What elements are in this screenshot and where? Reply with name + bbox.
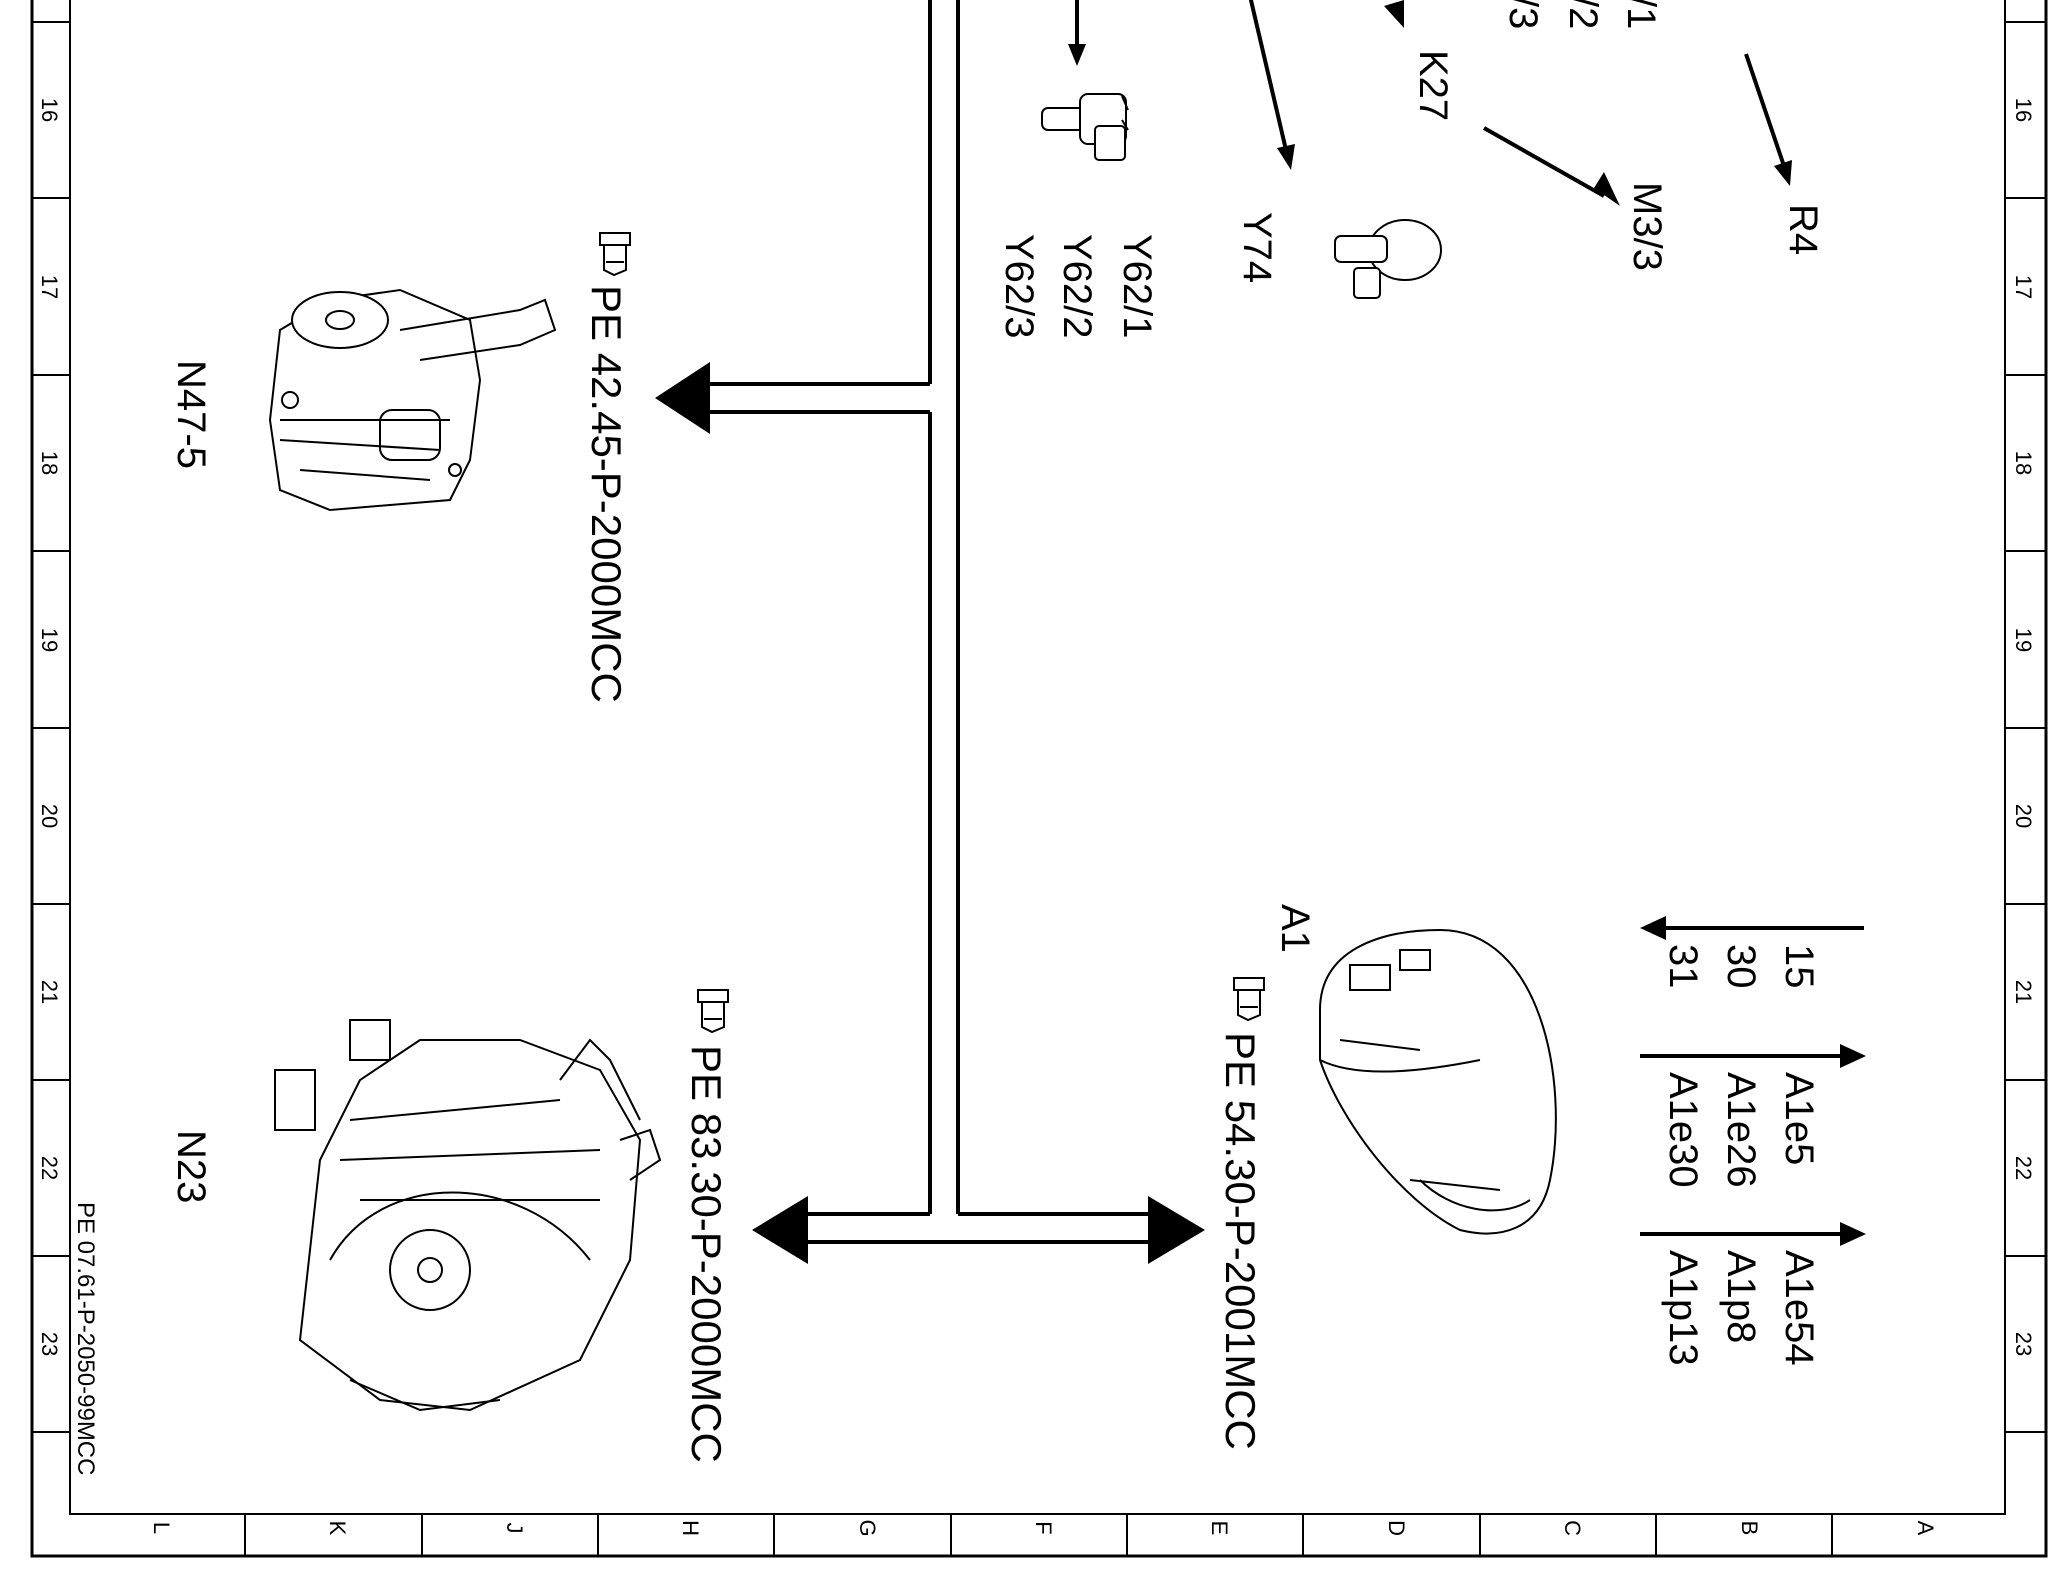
grid-letter-E: E <box>1207 1521 1232 1536</box>
reference-54-30[interactable]: PE 54.30-P-2001MCC <box>1217 1032 1264 1450</box>
signal-31: 31 <box>1661 944 1705 989</box>
signal-30: 30 <box>1719 944 1763 989</box>
n23-unit-drawing <box>274 1019 662 1412</box>
leader-arrows <box>1068 0 1792 206</box>
hand-pointer-icon-54 <box>1233 977 1265 1022</box>
document-number: PE 07.61-P-2050-99MCC <box>72 1202 99 1475</box>
y62-injector-drawing <box>1041 93 1129 161</box>
reference-83-30[interactable]: PE 83.30-P-2000MCC <box>683 1045 730 1463</box>
signal-arrows <box>1640 916 1866 1246</box>
reference-42-45[interactable]: PE 42.45-P-2000MCC <box>583 285 630 703</box>
signal-a1p8: A1p8 <box>1719 1250 1763 1343</box>
hand-pointer-icon-83 <box>697 989 729 1034</box>
signal-arrow-group2 <box>1840 1222 1866 1246</box>
n47-5-unit-drawing <box>268 288 557 512</box>
bus-arrow-a1 <box>1148 1196 1205 1264</box>
grid-num-left-18: 18 <box>37 451 62 475</box>
label-partial-2: /2 <box>1561 0 1605 29</box>
grid-letter-B: B <box>1737 1521 1762 1536</box>
grid-letter-C: C <box>1560 1520 1585 1536</box>
grid-num-right-17: 17 <box>2011 275 2036 299</box>
grid-num-right-16: 16 <box>2011 98 2036 122</box>
bus-arrow-n47 <box>655 362 710 434</box>
grid-num-right-23: 23 <box>2011 1332 2036 1356</box>
grid-letter-D: D <box>1384 1520 1409 1536</box>
signal-a1p13: A1p13 <box>1661 1250 1705 1366</box>
grid-letter-G: G <box>855 1519 880 1536</box>
signal-a1e54: A1e54 <box>1777 1250 1821 1366</box>
grid-num-left-23: 23 <box>37 1332 62 1356</box>
grid-letter-J: J <box>502 1523 527 1534</box>
grid-num-left-19: 19 <box>37 628 62 652</box>
left-grid-ruler: 16 17 18 19 20 21 22 23 <box>32 21 70 1433</box>
grid-letter-A: A <box>1913 1521 1938 1536</box>
label-a1: A1 <box>1273 904 1317 953</box>
label-y62-2: Y62/2 <box>1055 234 1099 339</box>
grid-num-left-16: 16 <box>37 98 62 122</box>
signal-a1e26: A1e26 <box>1719 1072 1763 1188</box>
grid-num-right-18: 18 <box>2011 451 2036 475</box>
label-r4: R4 <box>1781 204 1825 255</box>
outer-frame <box>30 0 2048 1558</box>
grid-letter-F: F <box>1031 1521 1056 1534</box>
grid-letter-H: H <box>678 1520 703 1536</box>
label-partial-3: /3 <box>1501 0 1545 29</box>
y74-valve-drawing <box>1334 219 1442 299</box>
label-m3-3: M3/3 <box>1625 182 1669 271</box>
grid-num-left-21: 21 <box>37 980 62 1004</box>
signal-a1e30: A1e30 <box>1661 1072 1705 1188</box>
bus-wiring <box>705 0 1150 1244</box>
label-y62-3: Y62/3 <box>997 234 1041 339</box>
grid-num-right-20: 20 <box>2011 804 2036 828</box>
grid-num-left-22: 22 <box>37 1156 62 1180</box>
label-n47-5: N47-5 <box>169 360 213 469</box>
bottom-grid-ruler: L K J H G F E D C B A <box>149 1514 1938 1556</box>
hand-pointer-icon-42 <box>599 232 631 277</box>
grid-num-left-17: 17 <box>37 275 62 299</box>
label-y62-1: Y62/1 <box>1115 234 1159 339</box>
a1-instrument-cluster-drawing <box>1319 928 1557 1235</box>
signal-a1e5: A1e5 <box>1777 1072 1821 1165</box>
signal-arrow-group1 <box>1840 1044 1866 1068</box>
grid-num-right-22: 22 <box>2011 1156 2036 1180</box>
grid-num-right-19: 19 <box>2011 628 2036 652</box>
grid-num-left-20: 20 <box>37 804 62 828</box>
signal-arrow-power <box>1640 916 1666 940</box>
signal-15: 15 <box>1777 944 1821 989</box>
label-y74: Y74 <box>1235 212 1279 283</box>
inner-frame <box>69 0 2006 1515</box>
grid-letter-L: L <box>149 1522 174 1534</box>
right-grid-ruler: 16 17 18 19 20 21 22 23 <box>2005 21 2046 1433</box>
label-partial-1: /1 <box>1619 0 1663 29</box>
bus-arrow-n23 <box>752 1196 808 1264</box>
label-k27: K27 <box>1411 50 1455 121</box>
grid-letter-K: K <box>325 1521 350 1536</box>
grid-num-right-21: 21 <box>2011 980 2036 1004</box>
label-n23: N23 <box>169 1130 213 1203</box>
